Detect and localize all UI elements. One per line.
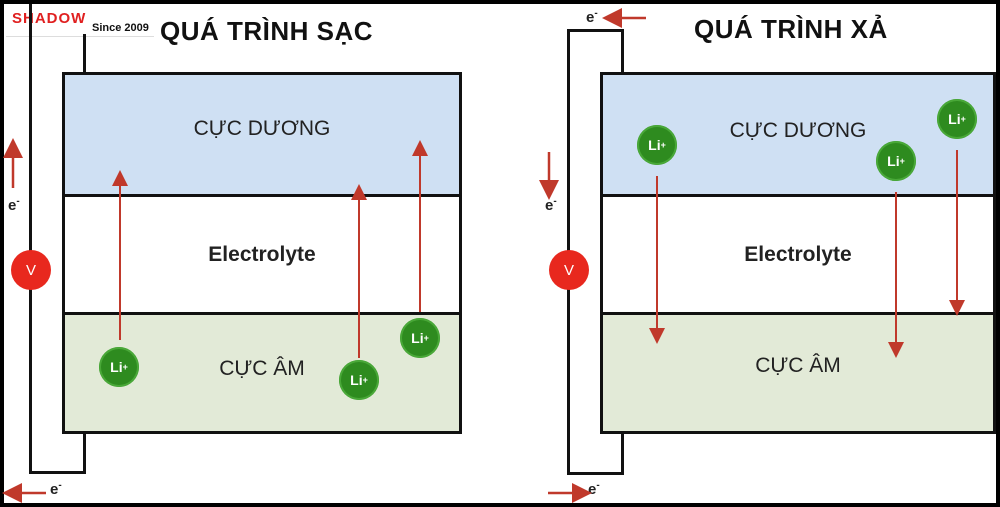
discharge-voltmeter-label: V — [563, 261, 574, 279]
charge-positive-label: CỰC DƯƠNG — [193, 116, 331, 140]
charge-positive-electrode: CỰC DƯƠNG — [65, 75, 459, 197]
li-ion-label: Li — [887, 153, 900, 169]
charge-wire-left — [29, 4, 32, 474]
li-ion-charge: + — [899, 156, 905, 166]
charge-wire-top-riser — [83, 34, 86, 76]
charge-electron-sign: - — [16, 196, 20, 207]
charge-voltmeter-label: V — [25, 261, 36, 279]
discharge-electron-sign-side: - — [553, 196, 557, 207]
charge-electron-label-side: e- — [8, 196, 20, 214]
discharge-negative-label: CỰC ÂM — [755, 354, 841, 377]
charge-electron-text: e — [8, 197, 17, 214]
charge-cell: CỰC DƯƠNG Electrolyte CỰC ÂM — [62, 72, 462, 434]
discharge-wire-top-riser — [621, 29, 624, 75]
charge-electron-sign-bottom: - — [58, 480, 62, 491]
discharge-voltmeter: V — [549, 250, 589, 290]
charge-li-ion-1: Li+ — [99, 347, 139, 387]
discharge-electron-text-bottom: e — [588, 481, 597, 498]
li-ion-label: Li — [948, 111, 961, 127]
li-ion-label: Li — [350, 372, 363, 388]
li-ion-charge: + — [423, 333, 429, 343]
discharge-li-ion-1: Li+ — [637, 125, 677, 165]
discharge-wire-bottom — [567, 472, 624, 475]
charge-wire-bottom — [29, 471, 86, 474]
discharge-electron-sign: - — [594, 8, 598, 19]
discharge-electron-label-side: e- — [545, 196, 557, 214]
discharge-electron-label-bottom: e- — [588, 480, 600, 498]
charge-electron-label-bottom: e- — [50, 480, 62, 498]
discharge-wire-top — [567, 29, 624, 32]
charge-electrolyte-label: Electrolyte — [208, 242, 316, 266]
li-ion-charge: + — [362, 375, 368, 385]
discharge-electron-sign-bottom: - — [596, 480, 600, 491]
discharge-title: QUÁ TRÌNH XẢ — [694, 14, 888, 44]
logo-since: Since 2009 — [92, 22, 149, 34]
discharge-electrolyte: Electrolyte — [603, 197, 993, 315]
discharge-negative-electrode: CỰC ÂM — [603, 315, 993, 431]
discharge-electron-label-top: e- — [586, 8, 598, 26]
discharge-positive-label: CỰC DƯƠNG — [729, 118, 867, 142]
li-ion-label: Li — [411, 330, 424, 346]
discharge-li-ion-2: Li+ — [876, 141, 916, 181]
li-ion-charge: + — [960, 114, 966, 124]
li-ion-label: Li — [648, 137, 661, 153]
li-ion-charge: + — [122, 362, 128, 372]
discharge-wire-bottom-riser — [621, 410, 624, 475]
discharge-electron-text-side: e — [545, 197, 554, 214]
charge-negative-label: CỰC ÂM — [219, 357, 305, 380]
charge-li-ion-2: Li+ — [339, 360, 379, 400]
discharge-li-ion-3: Li+ — [937, 99, 977, 139]
li-ion-charge: + — [660, 140, 666, 150]
charge-title: QUÁ TRÌNH SẠC — [160, 16, 374, 46]
charge-wire-bottom-riser — [83, 410, 86, 474]
charge-li-ion-3: Li+ — [400, 318, 440, 358]
discharge-electron-text: e — [586, 9, 595, 26]
charge-electron-text-bottom: e — [50, 481, 59, 498]
li-ion-label: Li — [110, 359, 123, 375]
charge-voltmeter: V — [11, 250, 51, 290]
discharge-electrolyte-label: Electrolyte — [744, 242, 852, 266]
charge-electrolyte: Electrolyte — [65, 197, 459, 315]
